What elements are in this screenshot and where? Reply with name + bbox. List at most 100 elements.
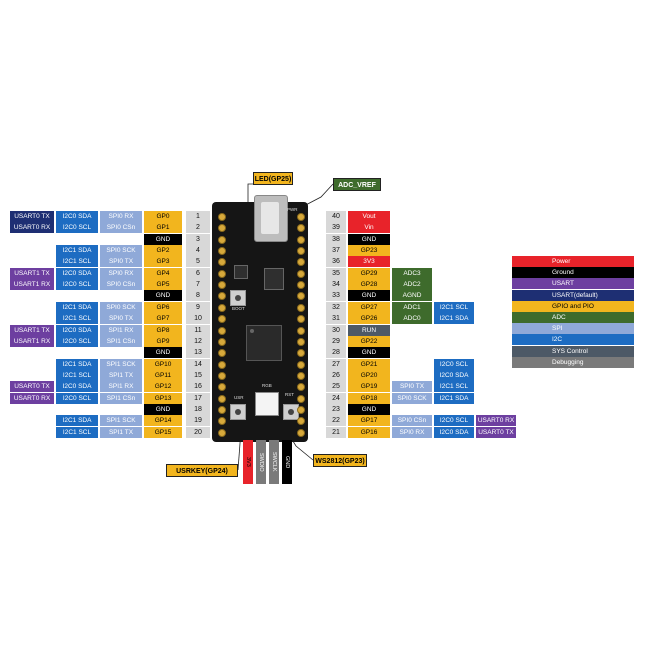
i2c-label: I2C1 SDA: [56, 358, 98, 370]
pin-name-label: GP4: [144, 267, 182, 279]
i2c-label: I2C1 SCL: [434, 381, 474, 393]
spi-label: SPI0 CSn: [392, 415, 432, 427]
adc-label: ADC2: [392, 279, 432, 291]
pin-number: 13: [186, 347, 210, 359]
pin-name-label: GND: [348, 233, 390, 245]
uart-label: USART0 RX: [476, 415, 516, 427]
pwr-label: PWR: [287, 207, 298, 212]
spi-label: SPI1 RX: [100, 381, 142, 393]
spi-label: SPI1 SCK: [100, 358, 142, 370]
rst-label: RST: [285, 392, 294, 397]
pin-number: 19: [186, 415, 210, 427]
pin-hole: [297, 428, 305, 437]
pin-hole: [218, 337, 226, 346]
pin-number: 22: [326, 415, 346, 427]
boot-button: [230, 290, 246, 306]
i2c-label: I2C0 SCL: [56, 335, 98, 347]
spi-label: SPI0 CSn: [100, 279, 142, 291]
pin-hole: [218, 383, 226, 392]
i2c-label: I2C0 SDA: [434, 369, 474, 381]
pin-hole: [297, 349, 305, 358]
pin-hole: [218, 315, 226, 324]
pin-number: 39: [326, 222, 346, 234]
usrkey-callout: USRKEY(GP24): [166, 464, 238, 477]
pin-number: 6: [186, 267, 210, 279]
pin-name-label: GP3: [144, 256, 182, 268]
pin-hole: [218, 326, 226, 335]
pin-name-label: GP20: [348, 369, 390, 381]
pin-number: 33: [326, 290, 346, 302]
uart-label: USART1 TX: [10, 267, 54, 279]
pin-number: 30: [326, 324, 346, 336]
pin-number: 29: [326, 335, 346, 347]
debug-pin-label: GND: [282, 440, 292, 484]
legend-item: Power: [512, 256, 634, 267]
pin-name-label: Vout: [348, 211, 390, 222]
pin-number: 25: [326, 381, 346, 393]
pin-number: 40: [326, 211, 346, 222]
pin-name-label: GP1: [144, 222, 182, 234]
uart-label: USART0 TX: [10, 381, 54, 393]
legend-item: Debugging: [512, 356, 634, 368]
pin-name-label: GP21: [348, 358, 390, 370]
pin-hole: [218, 405, 226, 414]
pin-name-label: GP11: [144, 369, 182, 381]
spi-label: SPI0 CSn: [100, 222, 142, 234]
pin-hole: [297, 337, 305, 346]
pin-number: 1: [186, 211, 210, 222]
spi-label: SPI0 RX: [100, 267, 142, 279]
spi-label: SPI0 RX: [100, 211, 142, 222]
pin-number: 26: [326, 369, 346, 381]
pin-number: 18: [186, 403, 210, 415]
usr-button: [230, 404, 246, 420]
pin-number: 14: [186, 358, 210, 370]
pin-number: 4: [186, 245, 210, 257]
uart-label: USART1 RX: [10, 279, 54, 291]
usb-c-connector: [254, 195, 288, 242]
debug-pin-label: SWCLK: [269, 440, 279, 484]
i2c-label: I2C0 SDA: [56, 324, 98, 336]
flash-chip: [264, 268, 284, 290]
pin-name-label: GP23: [348, 245, 390, 257]
pin-hole: [297, 315, 305, 324]
pin-name-label: GND: [144, 347, 182, 359]
spi-label: SPI0 SCK: [100, 301, 142, 313]
pin-hole: [297, 258, 305, 267]
regulator-chip: [234, 265, 248, 279]
legend-item: USART: [512, 278, 634, 290]
pin-name-label: GP19: [348, 381, 390, 393]
pin-number: 36: [326, 256, 346, 268]
pin-number: 15: [186, 369, 210, 381]
pin-hole: [297, 371, 305, 380]
pin-name-label: GND: [144, 290, 182, 302]
adc-vref-callout: ADC_VREF: [333, 178, 381, 191]
pin-name-label: GP7: [144, 313, 182, 325]
i2c-label: I2C1 SCL: [56, 369, 98, 381]
pin-number: 11: [186, 324, 210, 336]
pin-number: 31: [326, 313, 346, 325]
spi-label: SPI1 RX: [100, 324, 142, 336]
pin-hole: [218, 281, 226, 290]
pin-number: 8: [186, 290, 210, 302]
pin-name-label: GP12: [144, 381, 182, 393]
pin-hole: [297, 417, 305, 426]
pin-number: 20: [186, 426, 210, 438]
debug-pin-label: SWDIO: [256, 440, 266, 484]
pin-hole: [218, 360, 226, 369]
i2c-label: I2C1 SDA: [56, 245, 98, 257]
i2c-label: I2C0 SCL: [56, 279, 98, 291]
pin-number: 7: [186, 279, 210, 291]
pin-name-label: GND: [144, 233, 182, 245]
pin-hole: [218, 303, 226, 312]
i2c-label: I2C0 SCL: [56, 392, 98, 404]
pin-name-label: Vin: [348, 222, 390, 234]
ws2812-callout: WS2812(GP23): [313, 454, 367, 467]
pin-number: 35: [326, 267, 346, 279]
legend-item: SYS Control: [512, 345, 634, 357]
spi-label: SPI1 CSn: [100, 392, 142, 404]
pin-hole: [218, 292, 226, 301]
uart-label: USART0 RX: [10, 392, 54, 404]
pin-hole: [297, 383, 305, 392]
pin-number: 23: [326, 403, 346, 415]
pin-hole: [297, 281, 305, 290]
